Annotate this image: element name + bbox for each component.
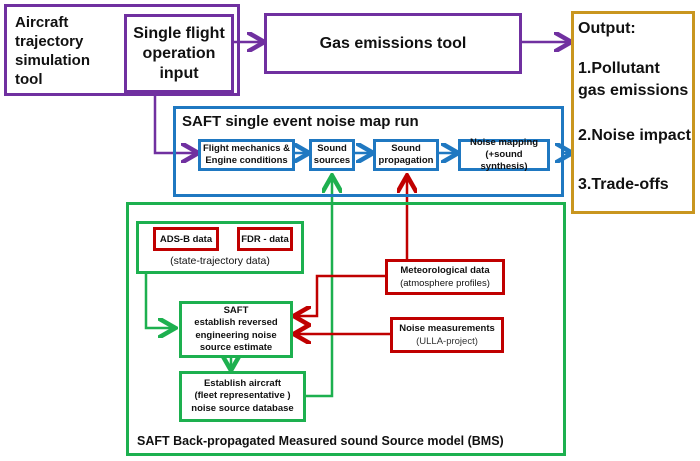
single-flight-input-box: Single flight operation input bbox=[124, 14, 234, 93]
step-flight-mechanics: Flight mechanics & Engine conditions bbox=[198, 139, 295, 171]
output-item-1: 1.Pollutant gas emissions bbox=[578, 60, 689, 99]
meteo-line2: (atmosphere profiles) bbox=[400, 278, 490, 289]
bms-title: SAFT Back-propagated Measured sound Sour… bbox=[137, 434, 504, 448]
step-noise-mapping: Noise mapping (+sound synthesis) bbox=[458, 137, 550, 172]
state-trajectory-label: (state-trajectory data) bbox=[170, 255, 270, 267]
database-line3: noise source database bbox=[191, 402, 294, 414]
ads-b-data-label: ADS-B data bbox=[159, 233, 213, 245]
bms-box: SAFT Back-propagated Measured sound Sour… bbox=[126, 202, 566, 456]
database-line2: (fleet representative ) bbox=[194, 390, 291, 402]
step-sound-sources-line2: sources bbox=[313, 155, 351, 166]
noise-measurements-box: Noise measurements (ULLA-project) bbox=[390, 317, 504, 353]
saft-noise-map-run-box: SAFT single event noise map run bbox=[173, 106, 564, 197]
step-sound-propagation-line2: propagation bbox=[378, 155, 434, 166]
step-sound-sources-line1: Sound bbox=[317, 143, 347, 154]
fdr-data-label: FDR - data bbox=[241, 233, 289, 245]
output-title: Output: bbox=[578, 20, 636, 37]
database-line1: Establish aircraft bbox=[203, 377, 282, 389]
meteo-line1: Meteorological data bbox=[400, 265, 490, 276]
saft-estimate-line3: engineering noise bbox=[195, 329, 277, 341]
step-noise-mapping-line2: (+sound synthesis) bbox=[480, 149, 528, 172]
output-item-2: 2.Noise impact bbox=[578, 127, 691, 144]
saft-estimate-line1: SAFT bbox=[223, 304, 249, 316]
output-box: Output: 1.Pollutant gas emissions 2.Nois… bbox=[571, 11, 695, 214]
trajectory-tool-box: Aircraft trajectory simulation tool bbox=[4, 4, 240, 96]
single-flight-input-label: Single flight operation input bbox=[133, 24, 225, 82]
noise-meas-line1: Noise measurements bbox=[399, 323, 495, 334]
step-sound-sources: Sound sources bbox=[309, 139, 355, 171]
saft-estimate-line4: source estimate bbox=[199, 342, 273, 353]
state-trajectory-box: (state-trajectory data) bbox=[136, 221, 304, 274]
gas-emissions-tool-label: Gas emissions tool bbox=[319, 34, 467, 52]
fdr-data-box: FDR - data bbox=[237, 227, 293, 251]
ads-b-data-box: ADS-B data bbox=[153, 227, 219, 251]
step-flight-mechanics-line1: Flight mechanics & bbox=[202, 143, 291, 154]
step-flight-mechanics-line2: Engine conditions bbox=[205, 155, 288, 166]
step-sound-propagation: Sound propagation bbox=[373, 139, 439, 171]
output-item-3: 3.Trade-offs bbox=[578, 176, 669, 193]
saft-estimate-line2: establish reversed bbox=[194, 317, 278, 328]
step-noise-mapping-line1: Noise mapping bbox=[469, 137, 539, 148]
saft-noise-map-run-title: SAFT single event noise map run bbox=[182, 113, 419, 130]
saft-estimate-box: SAFT establish reversed engineering nois… bbox=[179, 301, 293, 358]
step-sound-propagation-line1: Sound bbox=[391, 143, 421, 154]
noise-source-database-box: Establish aircraft (fleet representative… bbox=[179, 371, 306, 422]
noise-meas-line2: (ULLA-project) bbox=[416, 336, 478, 347]
trajectory-tool-title: Aircraft trajectory simulation tool bbox=[15, 14, 91, 88]
gas-emissions-tool-box: Gas emissions tool bbox=[264, 13, 522, 74]
meteorological-data-box: Meteorological data (atmosphere profiles… bbox=[385, 259, 505, 295]
